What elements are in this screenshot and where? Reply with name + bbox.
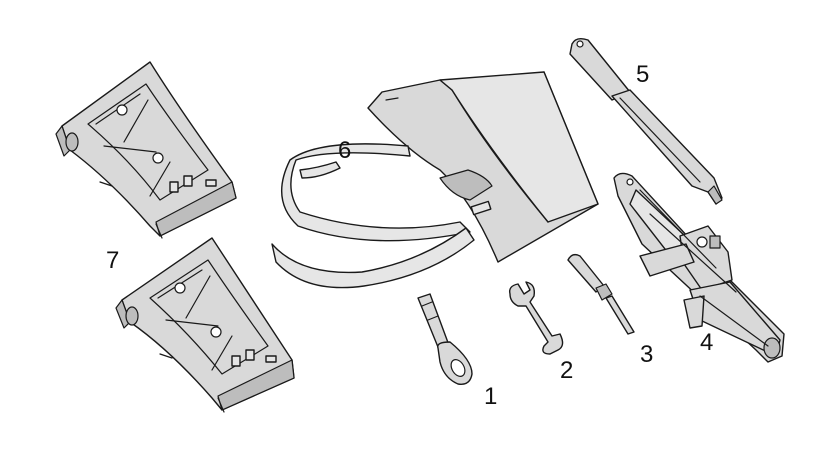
wrench <box>508 281 564 355</box>
scissor-jack <box>613 172 785 363</box>
callout-1: 1 <box>484 383 497 410</box>
callout-7: 7 <box>106 247 119 274</box>
callout-4: 4 <box>700 329 713 356</box>
callout-3: 3 <box>640 341 653 368</box>
tool-pouch <box>271 71 599 289</box>
callout-6: 6 <box>338 137 351 164</box>
bracket-upper <box>55 61 237 239</box>
tow-eye <box>417 293 473 385</box>
jack-handle <box>569 37 723 205</box>
screwdriver <box>567 253 635 335</box>
callout-5: 5 <box>636 61 649 88</box>
callout-2: 2 <box>560 357 573 384</box>
bracket-lower <box>115 237 295 413</box>
